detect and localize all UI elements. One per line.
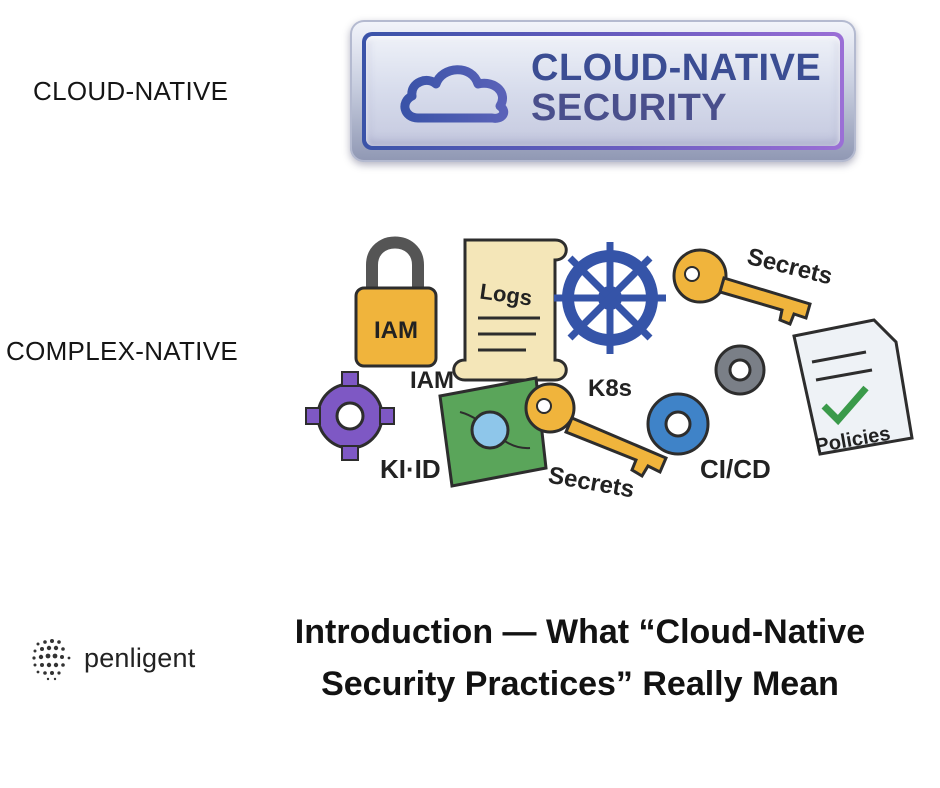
key-icon: Secrets	[524, 382, 668, 504]
iam-label: IAM	[410, 367, 454, 394]
padlock-icon: IAM	[354, 236, 438, 368]
key-icon: Secrets	[672, 243, 835, 326]
kmid-label: KI·ID	[380, 454, 441, 484]
headline-line1: Introduction — What “Cloud-Native	[294, 613, 866, 651]
helm-wheel-icon	[554, 242, 666, 354]
cloud-native-security-badge: CLOUD-NATIVE SECURITY	[350, 20, 856, 162]
complex-native-label: COMPLEX-NATIVE	[6, 336, 238, 366]
padlock-label: IAM	[374, 317, 418, 344]
brand-name: penligent	[84, 642, 196, 673]
key-bottom-label: Secrets	[546, 462, 636, 504]
gear-icon	[305, 371, 395, 461]
badge-line2: SECURITY	[531, 87, 728, 129]
brand-dots-icon	[32, 639, 71, 681]
map-icon	[438, 376, 548, 488]
cloud-native-label: CLOUD-NATIVE	[33, 76, 229, 106]
key-top-label: Secrets	[744, 243, 835, 290]
document-check-icon: Policies	[792, 318, 914, 457]
badge-line1: CLOUD-NATIVE	[531, 47, 822, 89]
badge-inner: CLOUD-NATIVE SECURITY	[366, 36, 840, 146]
cicd-label: CI/CD	[700, 454, 771, 484]
brand-logo[interactable]: penligent	[28, 634, 195, 682]
headline-line2: Security Practices” Really Mean	[321, 665, 839, 703]
k8s-label: K8s	[588, 375, 632, 402]
badge-frame: CLOUD-NATIVE SECURITY	[362, 32, 844, 150]
page-title: Introduction — What “Cloud-Native Securi…	[230, 606, 930, 710]
cloud-icon	[400, 65, 509, 123]
badge-title: CLOUD-NATIVE SECURITY	[531, 48, 821, 128]
scroll-icon: Logs	[452, 238, 568, 382]
gear-icon	[646, 344, 766, 456]
complexity-illustration: IAM Logs Secrets	[300, 220, 920, 520]
